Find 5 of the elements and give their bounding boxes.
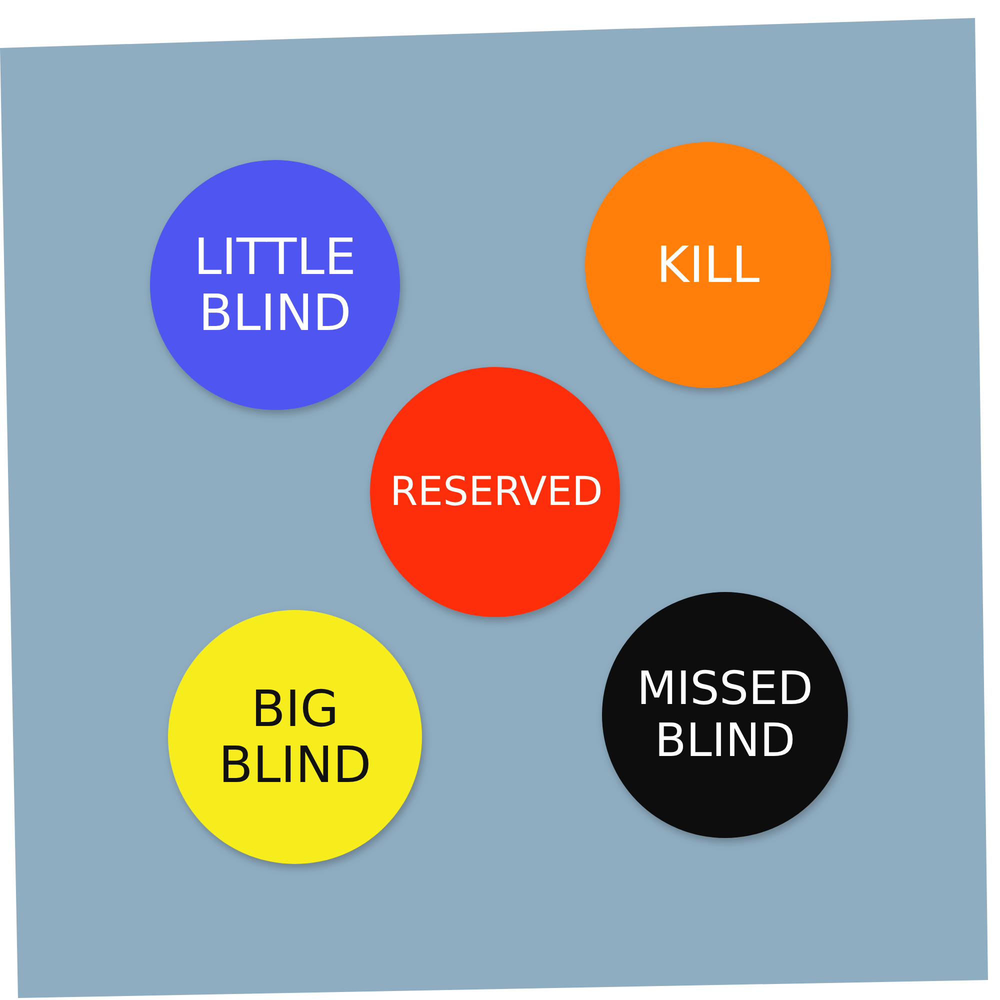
chip-label: BIG BLIND: [218, 681, 372, 793]
chip-label: RESERVED: [390, 470, 600, 514]
chip-label: KILL: [655, 237, 761, 293]
chip-label: MISSED BLIND: [636, 663, 814, 767]
chip-label: LITTLE BLIND: [192, 229, 358, 341]
